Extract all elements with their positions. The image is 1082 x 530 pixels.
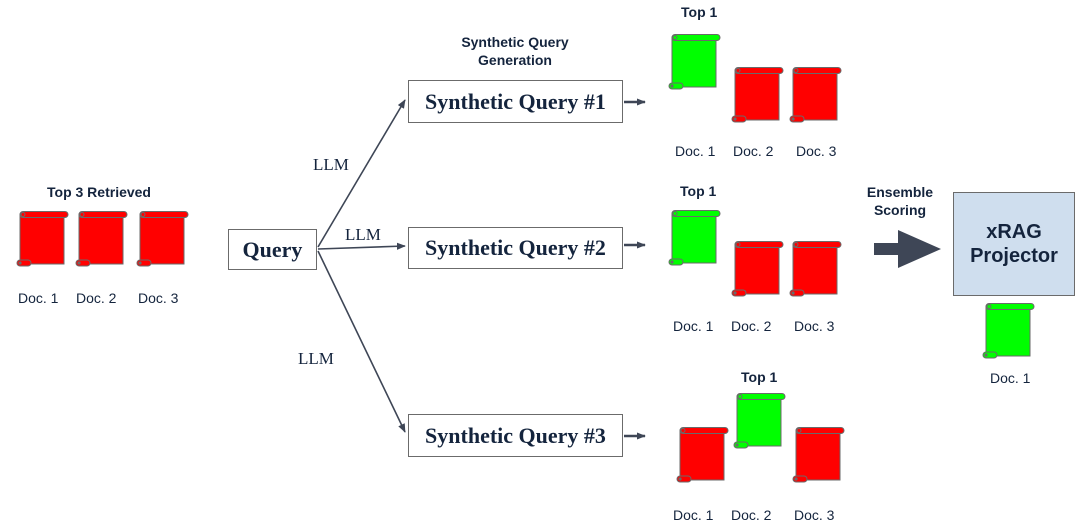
result-doc-label: Doc. 3 xyxy=(794,507,835,523)
query-box: Query xyxy=(228,229,317,270)
document-scroll-icon xyxy=(676,426,730,489)
document-scroll-icon xyxy=(136,210,190,273)
document-scroll-icon xyxy=(733,392,787,455)
output-document-scroll-icon xyxy=(982,302,1036,365)
synthetic-query-box-1: Synthetic Query #1 xyxy=(408,80,623,123)
document-scroll-icon xyxy=(668,33,722,96)
synthetic-query-box-3: Synthetic Query #3 xyxy=(408,414,623,457)
output-doc-label: Doc. 1 xyxy=(990,370,1031,386)
synthetic-query-label: Synthetic Query #2 xyxy=(425,235,606,260)
xrag-projector-box: xRAG Projector xyxy=(953,192,1075,296)
synthetic-query-label: Synthetic Query #1 xyxy=(425,88,606,114)
arrow-query-to-sq2 xyxy=(317,242,406,250)
top1-label-sq2: Top 1 xyxy=(680,183,717,199)
arrow-query-to-sq3 xyxy=(317,250,406,433)
top1-label-sq1: Top 1 xyxy=(681,4,718,20)
document-scroll-icon xyxy=(668,209,722,272)
retrieved-doc-label: Doc. 2 xyxy=(76,290,117,306)
query-label: Query xyxy=(242,236,303,262)
document-scroll-icon xyxy=(16,210,70,273)
document-scroll-icon xyxy=(731,240,785,303)
document-scroll-icon xyxy=(789,240,843,303)
document-scroll-icon xyxy=(789,66,843,129)
result-doc-label: Doc. 2 xyxy=(731,507,772,523)
synthetic-query-box-2: Synthetic Query #2 xyxy=(408,227,623,269)
retrieved-doc-label: Doc. 1 xyxy=(18,290,59,306)
document-scroll-icon xyxy=(792,426,846,489)
synthetic-query-label: Synthetic Query #3 xyxy=(425,422,606,448)
result-doc-label: Doc. 2 xyxy=(731,318,772,334)
result-doc-label: Doc. 2 xyxy=(733,143,774,159)
ensemble-label: Ensemble Scoring xyxy=(866,184,934,218)
top1-label-sq3: Top 1 xyxy=(741,369,778,385)
projector-label: xRAG Projector xyxy=(970,221,1058,267)
llm-label-top: LLM xyxy=(313,155,349,174)
llm-label-middle: LLM xyxy=(345,225,381,244)
result-doc-label: Doc. 3 xyxy=(796,143,837,159)
arrow-query-to-sq1 xyxy=(317,99,406,248)
retrieved-title: Top 3 Retrieved xyxy=(47,184,151,200)
result-doc-label: Doc. 3 xyxy=(794,318,835,334)
result-doc-label: Doc. 1 xyxy=(673,318,714,334)
result-doc-label: Doc. 1 xyxy=(675,143,716,159)
generation-title: Synthetic Query Generation xyxy=(461,34,569,68)
result-doc-label: Doc. 1 xyxy=(673,507,714,523)
document-scroll-icon xyxy=(731,66,785,129)
document-scroll-icon xyxy=(75,210,129,273)
llm-label-bottom: LLM xyxy=(298,349,334,368)
arrow-ensemble-to-projector xyxy=(874,230,941,268)
retrieved-doc-label: Doc. 3 xyxy=(138,290,179,306)
